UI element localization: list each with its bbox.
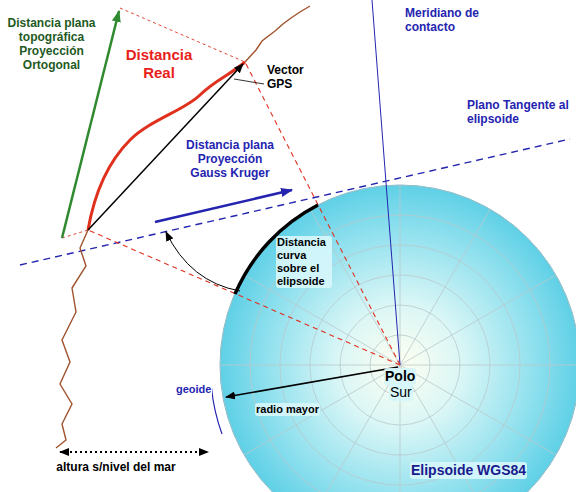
title-label: Elipsoide WGS84 (410, 462, 527, 479)
curved-arrow (166, 232, 240, 291)
radial-line (245, 62, 400, 365)
height-arrow (60, 451, 208, 453)
axis-label: Vector GPS (266, 63, 312, 91)
axis-label: geoide (175, 383, 212, 396)
axis-label: Meridiano de contacto (404, 6, 504, 34)
gauss-kruger-arrow (155, 190, 292, 222)
axis-label: Distancia Real (118, 46, 200, 82)
axis-label: radio mayor (255, 403, 320, 416)
geoid-line (212, 388, 223, 434)
projection-line (62, 230, 88, 238)
leader-line (234, 79, 264, 84)
pole-label: Sur (389, 384, 413, 401)
terrain-profile (245, 6, 310, 62)
radial-line (88, 230, 400, 365)
terrain-profile (56, 230, 88, 448)
pole-label: Polo (384, 368, 416, 385)
radius-arrow (226, 367, 398, 397)
axis-label: Distancia plana topográfica Proyección O… (4, 16, 99, 72)
axis-label: Distancia curva sobre el elipsoide (276, 236, 332, 288)
axis-label: Distancia plana Proyección Gauss Kruger (180, 138, 280, 180)
axis-label: Plano Tangente al elipsoide (466, 98, 570, 126)
axis-label: altura s/nivel del mar (50, 460, 182, 474)
meridian-line (372, 0, 400, 365)
